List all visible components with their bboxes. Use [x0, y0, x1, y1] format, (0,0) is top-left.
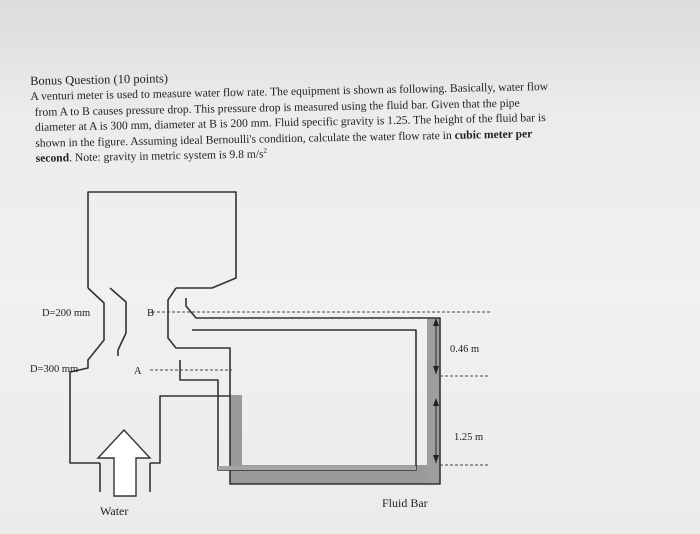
- dimension-arrows: [433, 318, 439, 463]
- label-water: Water: [100, 504, 128, 518]
- fluid-bar-right-leg: [427, 318, 440, 484]
- dim-upper-arrow-bottom: [433, 366, 439, 374]
- dim-lower-arrow-top: [433, 398, 439, 406]
- water-arrow-icon: [96, 428, 152, 497]
- label-dim-lower: 1.25 m: [454, 432, 483, 443]
- label-d-300: D=300 mm: [30, 364, 78, 375]
- label-dim-upper: 0.46 m: [450, 344, 479, 355]
- reference-lines: [150, 311, 490, 466]
- label-fluid-bar: Fluid Bar: [382, 496, 428, 510]
- label-b: B: [147, 308, 154, 319]
- label-a: A: [134, 366, 142, 377]
- dim-lower-arrow-bottom: [433, 455, 439, 463]
- label-d-200: D=200 mm: [42, 308, 90, 319]
- dim-upper-arrow-top: [433, 318, 439, 326]
- fluid-bar-left-leg: [230, 395, 242, 484]
- fluid-bar-inner: [218, 466, 416, 470]
